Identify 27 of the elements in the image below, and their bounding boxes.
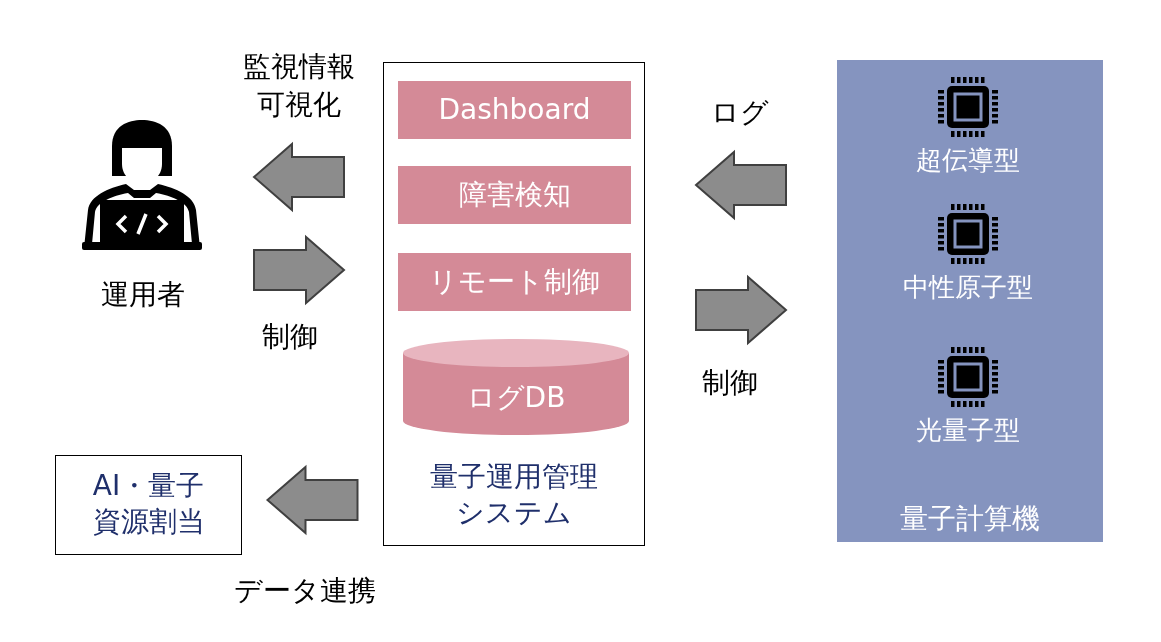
module-box bbox=[398, 166, 631, 224]
edge-label: ログ bbox=[710, 95, 770, 131]
module-box bbox=[398, 253, 631, 311]
edge-label: 制御 bbox=[701, 365, 759, 401]
block-arrow bbox=[695, 274, 788, 346]
system-box bbox=[383, 62, 645, 546]
node-label: Dashboard bbox=[437, 93, 592, 127]
node-label: 超伝導型 bbox=[915, 144, 1021, 177]
node-label: 中性原子型 bbox=[902, 271, 1034, 304]
node-label: 量子運用管理システム bbox=[429, 459, 599, 531]
panel bbox=[837, 60, 1103, 542]
edge-label: データ連携 bbox=[233, 573, 377, 609]
block-arrow bbox=[265, 464, 359, 536]
node-label: 量子計算機 bbox=[899, 501, 1041, 537]
node-label: リモート制御 bbox=[428, 265, 601, 299]
node-label: 障害検知 bbox=[457, 178, 572, 212]
node-label: 運用者 bbox=[99, 277, 186, 313]
node-label: ログDB bbox=[465, 380, 567, 416]
node-label: 光量子型 bbox=[915, 414, 1021, 447]
block-arrow bbox=[694, 149, 787, 221]
block-arrow bbox=[253, 234, 346, 306]
edge-label: 制御 bbox=[261, 319, 319, 355]
node-label: AI・量子資源割当 bbox=[91, 468, 206, 540]
block-arrow bbox=[252, 141, 345, 213]
process-box bbox=[55, 455, 242, 555]
module-box bbox=[398, 81, 631, 139]
edge-label: 監視情報可視化 bbox=[242, 49, 356, 123]
